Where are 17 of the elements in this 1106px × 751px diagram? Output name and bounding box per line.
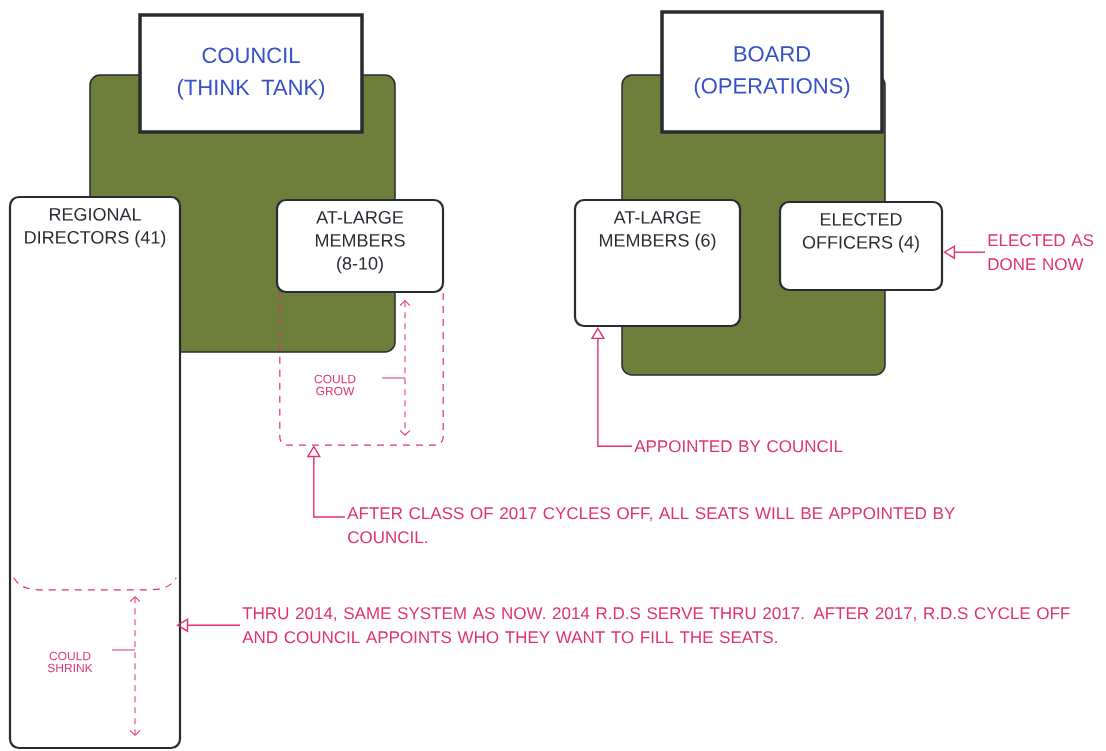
member-box: ELECTED OFFICERS (4) bbox=[778, 200, 944, 292]
dashed-region bbox=[279, 291, 444, 446]
dashed-region bbox=[13, 577, 177, 591]
arrow bbox=[176, 618, 241, 633]
arrow bbox=[590, 327, 633, 447]
note-text: ELECTED AS DONE NOW bbox=[988, 234, 1094, 271]
note-text: THRU 2014, SAME SYSTEM AS NOW. 2014 R.D.S SERVE THRU 2017. AFTER 2017, R.D.S CYCLE OFF AND COUNCIL APPOINTS WHO THEY WANT TO FILL THE SEATS. bbox=[242, 607, 1070, 644]
arrow bbox=[306, 445, 346, 518]
dimension-label: COULD GROW bbox=[314, 374, 356, 396]
member-box: AT-LARGE MEMBERS (8-10) bbox=[275, 198, 445, 294]
dimension-label: COULD SHRINK bbox=[47, 651, 93, 673]
note-text: AFTER CLASS OF 2017 CYCLES OFF, ALL SEATS WILL BE APPOINTED BY COUNCIL. bbox=[347, 507, 955, 544]
arrow bbox=[943, 245, 986, 260]
title-box: BOARD (OPERATIONS) bbox=[660, 10, 884, 134]
note-text: APPOINTED BY COUNCIL bbox=[634, 440, 843, 453]
member-box: AT-LARGE MEMBERS (6) bbox=[573, 198, 742, 328]
title-box: COUNCIL (THINK TANK) bbox=[138, 13, 364, 134]
